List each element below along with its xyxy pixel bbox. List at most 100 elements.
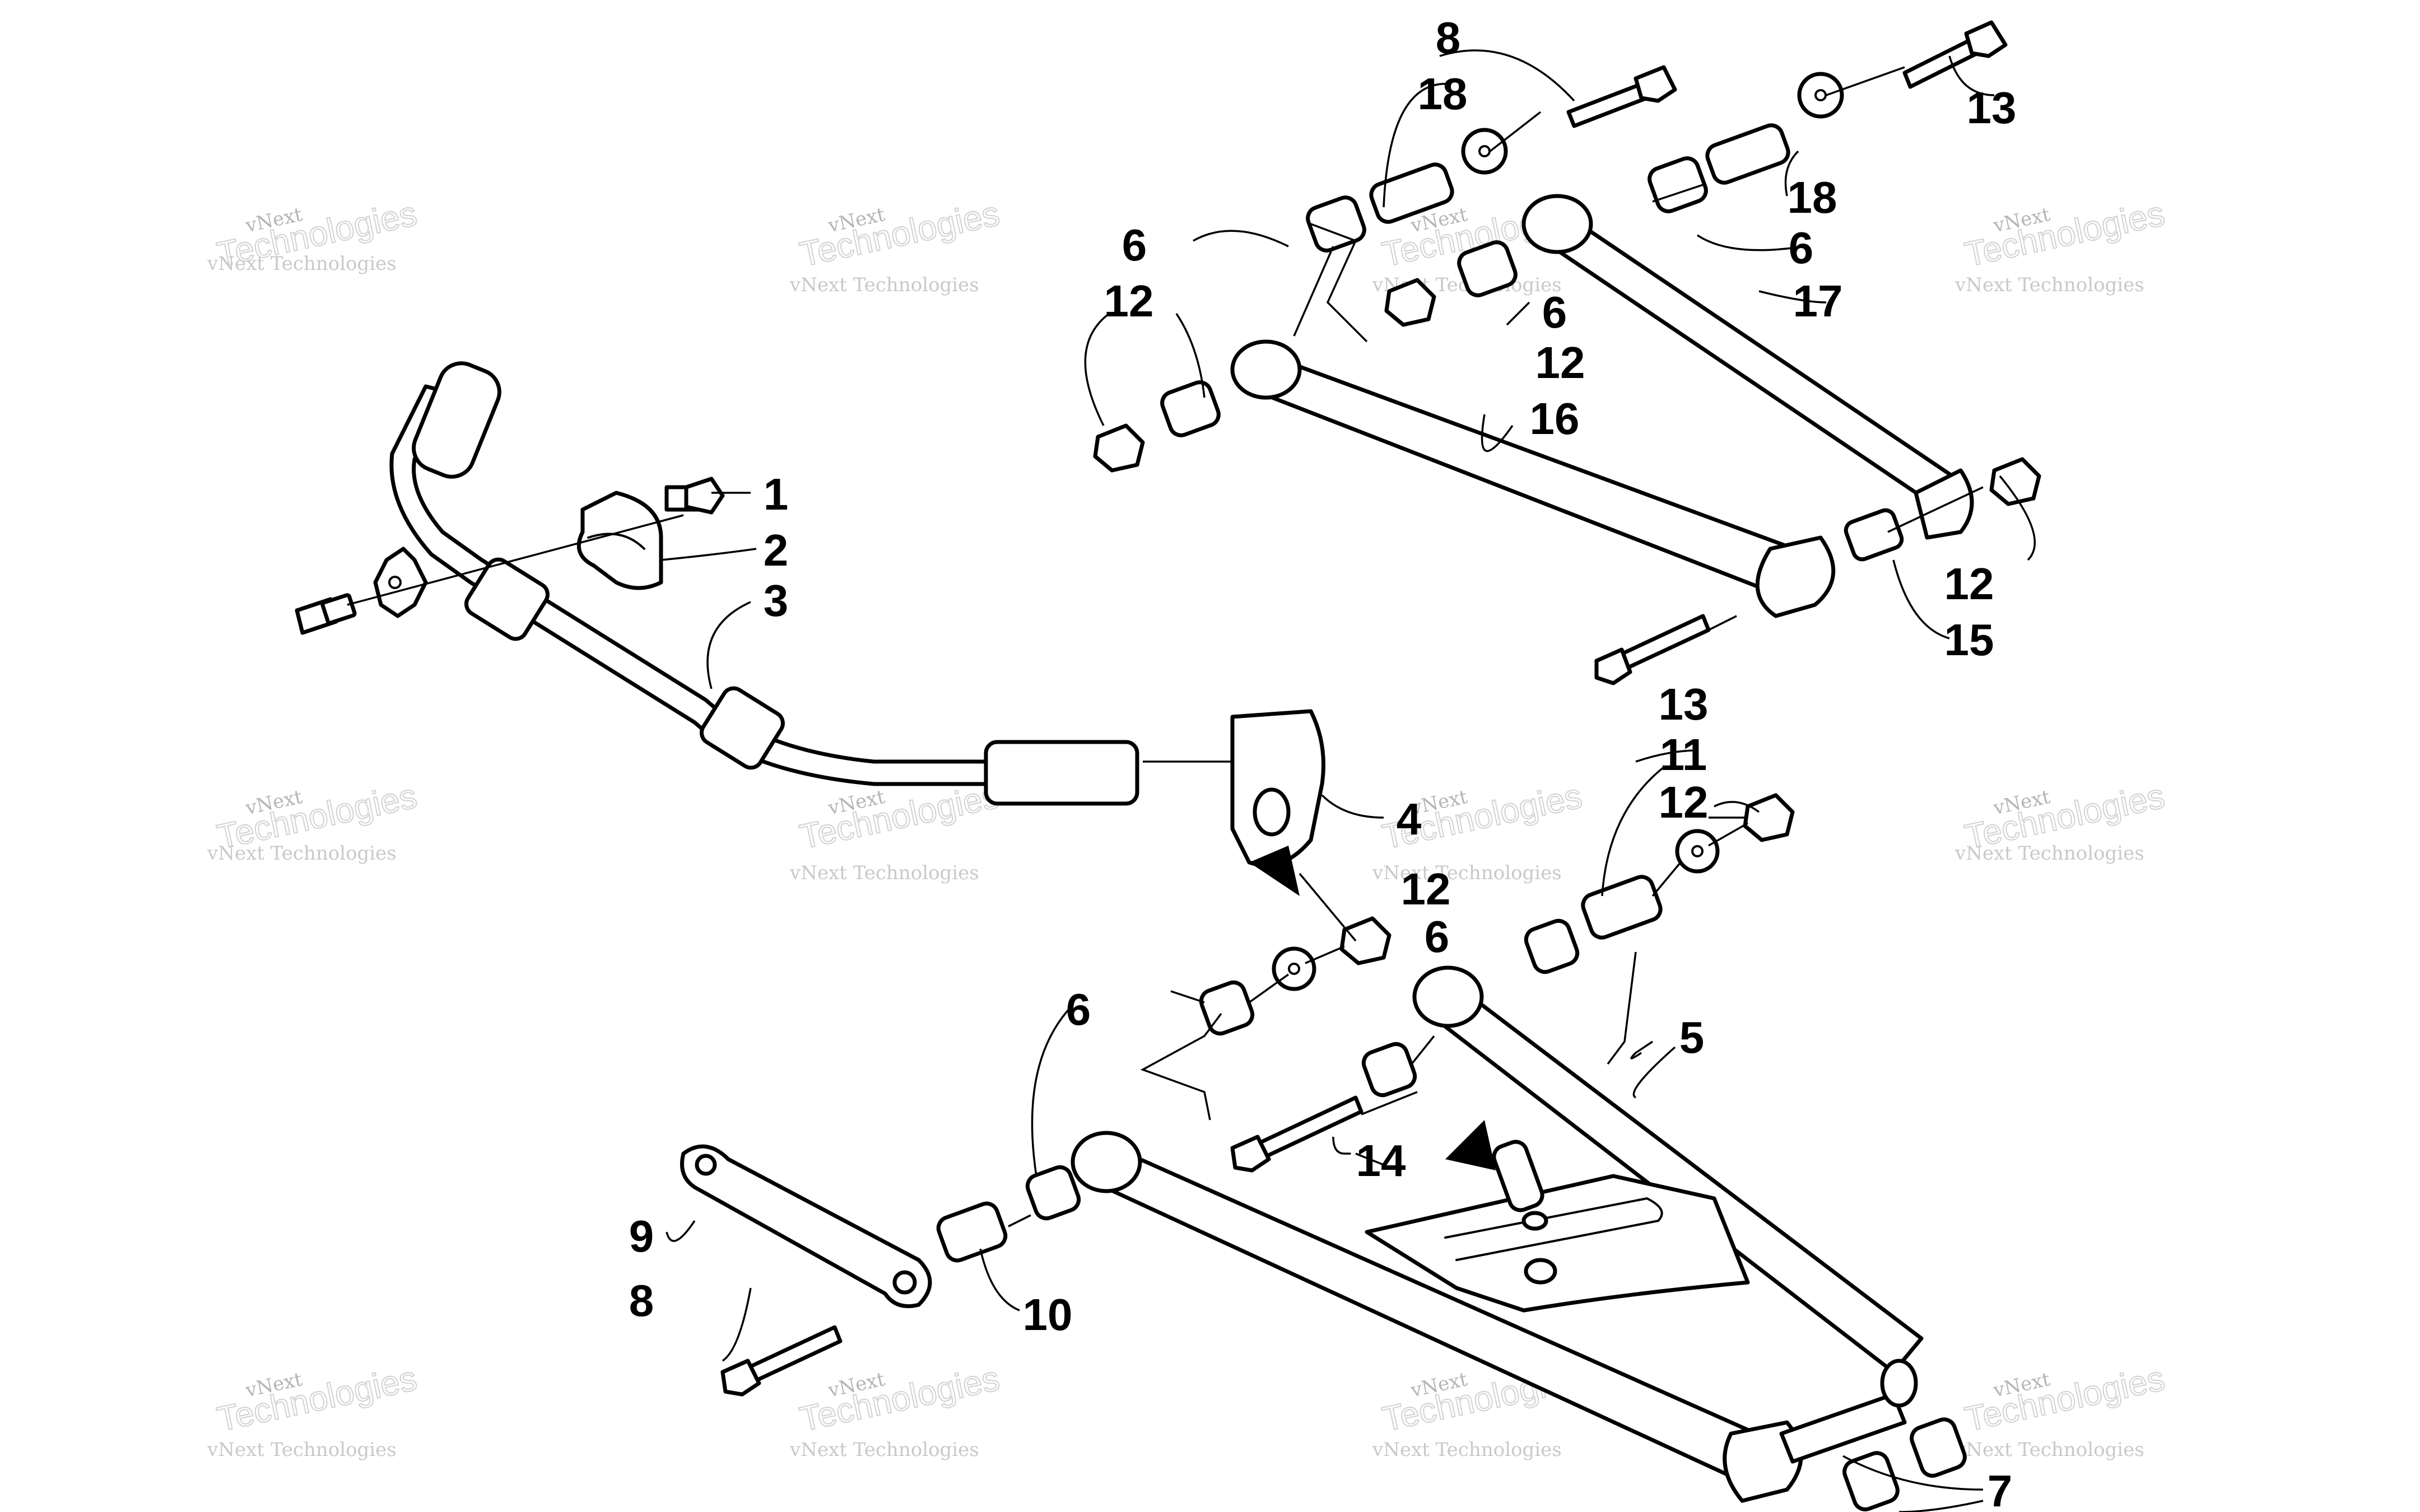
bar-grip-end bbox=[412, 361, 501, 479]
svg-text:Technologies: Technologies bbox=[1962, 194, 2168, 274]
leader-lines bbox=[660, 49, 2036, 1512]
bushing bbox=[1910, 1417, 1967, 1478]
lock-washer bbox=[1797, 72, 1844, 119]
callout-6: 6 bbox=[1425, 912, 1450, 962]
callout-12: 12 bbox=[1944, 559, 1994, 609]
callout-7: 7 bbox=[1988, 1466, 2013, 1512]
bushing bbox=[1648, 156, 1708, 213]
watermark-group: Technologies vNext vNext Technologies Te… bbox=[207, 194, 2168, 1461]
bolt bbox=[295, 593, 357, 635]
callout-12: 12 bbox=[1535, 338, 1585, 388]
flange-nut bbox=[1743, 793, 1795, 842]
sleeve bbox=[1369, 162, 1454, 224]
watermark: vNext Technologies bbox=[207, 1439, 397, 1461]
watermark: Technologies vNext bbox=[1961, 1359, 2168, 1440]
pivot-boss bbox=[1521, 194, 1593, 254]
flange-nut bbox=[1339, 916, 1392, 965]
callout-16: 16 bbox=[1530, 394, 1580, 444]
callout-2: 2 bbox=[764, 525, 789, 575]
svg-text:Technologies: Technologies bbox=[214, 1359, 420, 1439]
watermark: vNext Technologies bbox=[789, 1439, 979, 1461]
flange-nut bbox=[1384, 278, 1436, 327]
bushing bbox=[1306, 195, 1366, 253]
svg-text:Technologies: Technologies bbox=[797, 1359, 1003, 1439]
flange-nut bbox=[1989, 457, 2041, 506]
bolt bbox=[1230, 1095, 1363, 1173]
callout-12: 12 bbox=[1104, 276, 1154, 326]
lower-a-arm bbox=[1071, 965, 1924, 1503]
sleeve bbox=[1581, 875, 1663, 940]
bushing bbox=[1160, 380, 1221, 437]
bolt bbox=[1566, 65, 1677, 128]
callout-8: 8 bbox=[1436, 13, 1461, 63]
shock-mount-plate bbox=[1365, 1174, 1750, 1313]
callout-12: 12 bbox=[1401, 864, 1451, 914]
watermark: Technologies vNext bbox=[1961, 194, 2168, 275]
callout-6: 6 bbox=[1789, 223, 1814, 273]
callout-10: 10 bbox=[1023, 1290, 1073, 1340]
svg-text:Technologies: Technologies bbox=[1962, 1359, 2168, 1439]
stabilizer-bar bbox=[389, 361, 1139, 806]
pivot-boss bbox=[1230, 339, 1302, 400]
callout-5: 5 bbox=[1679, 1012, 1705, 1062]
watermark: vNext Technologies bbox=[207, 842, 397, 865]
svg-text:Technologies: Technologies bbox=[797, 194, 1003, 274]
watermark: vNext Technologies bbox=[1954, 842, 2144, 865]
bushing bbox=[1457, 240, 1518, 297]
watermark: Technologies vNext bbox=[796, 194, 1003, 275]
watermark: Technologies vNext bbox=[796, 1359, 1003, 1440]
callout-14: 14 bbox=[1356, 1136, 1406, 1186]
lock-washer bbox=[373, 547, 428, 618]
callout-6: 6 bbox=[1066, 984, 1091, 1034]
flange-nut bbox=[1093, 423, 1145, 473]
bar-bushing bbox=[700, 686, 785, 770]
watermark: vNext Technologies bbox=[789, 274, 979, 296]
pivot-boss bbox=[1412, 965, 1484, 1028]
watermark: vNext Technologies bbox=[789, 862, 979, 884]
lock-washer bbox=[1461, 128, 1508, 175]
leader-zigzag bbox=[1310, 223, 1368, 343]
arrow-indicator bbox=[1249, 846, 1300, 896]
shock-stud bbox=[1492, 1140, 1544, 1212]
upper-arm-tube-16 bbox=[1241, 356, 1812, 596]
callout-18: 18 bbox=[1788, 172, 1837, 222]
pivot-boss bbox=[1071, 1131, 1142, 1193]
assembly-line bbox=[347, 514, 684, 606]
stud-end bbox=[1880, 1359, 1918, 1408]
callout-numbers: 1 2 3 4 5 6 6 6 6 6 7 8 8 9 10 11 12 12 … bbox=[629, 13, 2017, 1512]
svg-text:Technologies: Technologies bbox=[797, 777, 1003, 857]
callout-11: 11 bbox=[1660, 730, 1707, 780]
sleeve bbox=[1705, 123, 1790, 185]
callout-17: 17 bbox=[1793, 276, 1843, 326]
sleeve bbox=[936, 1201, 1008, 1263]
watermark: vNext Technologies bbox=[207, 253, 397, 275]
upper-arm-tube-17 bbox=[1533, 211, 1963, 506]
bolt bbox=[1594, 614, 1711, 685]
bushing bbox=[1842, 1451, 1900, 1511]
link-end bbox=[1230, 709, 1325, 896]
callout-6: 6 bbox=[1122, 220, 1147, 270]
stabilizer-link bbox=[680, 1144, 932, 1308]
arrow-indicator bbox=[1445, 1120, 1496, 1170]
callout-4: 4 bbox=[1397, 794, 1422, 844]
bolt bbox=[720, 1325, 843, 1397]
watermark: vNext Technologies bbox=[1372, 862, 1562, 884]
ball-joint-housing bbox=[1914, 468, 1974, 540]
mount-hole bbox=[1521, 1211, 1548, 1231]
callout-13: 13 bbox=[1967, 83, 2017, 133]
lock-washer bbox=[1272, 946, 1316, 991]
sleeve bbox=[1844, 508, 1904, 562]
bushing bbox=[1025, 1165, 1081, 1221]
mount-hole bbox=[1524, 1258, 1557, 1285]
callout-18: 18 bbox=[1418, 69, 1468, 119]
watermark: Technologies vNext bbox=[213, 1359, 421, 1440]
bar-bushing bbox=[464, 557, 550, 641]
callout-6: 6 bbox=[1542, 287, 1567, 337]
leader-zigzag bbox=[1140, 1012, 1222, 1121]
bushing bbox=[1524, 918, 1580, 974]
callout-8: 8 bbox=[629, 1276, 654, 1326]
callout-3: 3 bbox=[764, 576, 789, 626]
callout-15: 15 bbox=[1944, 615, 1994, 665]
watermark: vNext Technologies bbox=[1954, 274, 2144, 296]
bar-end-sleeve bbox=[984, 740, 1139, 806]
